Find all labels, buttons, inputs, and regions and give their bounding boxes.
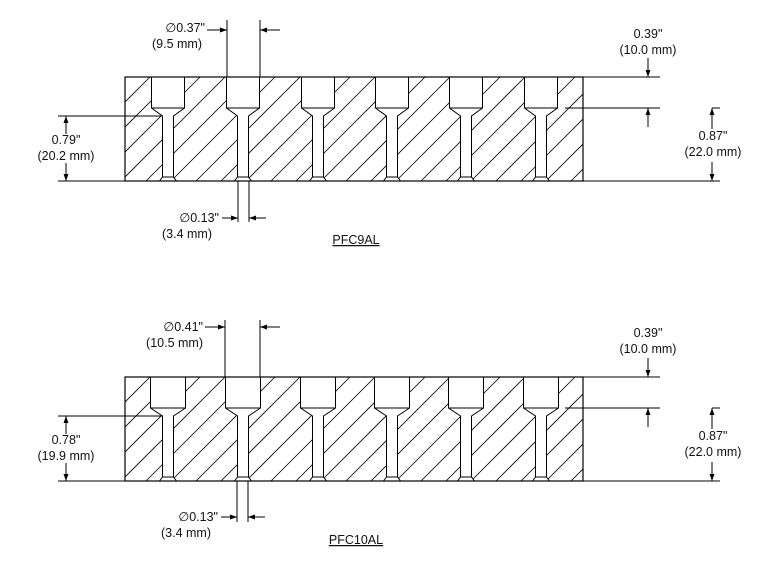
hatch-line [125, 377, 126, 378]
hatch-line [395, 77, 501, 181]
cross-section-drawing-pfc9al: ∅0.37" (9.5 mm) 0.39" (10.0 mm) 0.87" (2… [38, 20, 742, 247]
through-hole-diameter-label: ∅0.13" [178, 510, 218, 524]
block-thickness-dimension: 0.87" (22.0 mm) [583, 107, 742, 182]
counterbored-hole [449, 76, 483, 182]
counterbore-diameter-dimension: ∅0.41" (10.5 mm) [146, 320, 280, 377]
hatch-line [320, 77, 426, 181]
counterbored-hole [448, 376, 484, 482]
through-hole-depth-mm-label: (20.2 mm) [38, 149, 95, 163]
block-thickness-label: 0.87" [699, 429, 728, 443]
block-outline [124, 76, 584, 182]
through-hole-diameter-mm-label: (3.4 mm) [162, 227, 212, 241]
hole-group [151, 76, 558, 182]
counterbored-hole [523, 376, 559, 482]
hatch-line [570, 168, 583, 181]
hole-group [150, 376, 559, 482]
counterbored-hole [300, 376, 336, 482]
counterbore-depth-label: 0.39" [634, 27, 663, 41]
counterbored-hole [524, 76, 558, 182]
hatch-line [125, 377, 151, 403]
counterbored-hole [375, 76, 409, 182]
counterbore-depth-mm-label: (10.0 mm) [620, 43, 677, 57]
block-thickness-mm-label: (22.0 mm) [685, 145, 742, 159]
counterbore-depth-label: 0.39" [634, 326, 663, 340]
through-hole-depth-label: 0.78" [52, 433, 81, 447]
cross-section-drawing-pfc10al: ∅0.41" (10.5 mm) 0.39" (10.0 mm) 0.87" (… [38, 320, 742, 547]
block-hatching [125, 77, 583, 181]
part-number-label: PFC10AL [329, 533, 383, 547]
counterbore-depth-dimension: 0.39" (10.0 mm) [565, 326, 676, 427]
counterbore-diameter-label: ∅0.37" [165, 21, 205, 35]
hatch-line [570, 468, 583, 481]
counterbored-hole [374, 376, 410, 482]
part-number-label: PFC9AL [332, 233, 379, 247]
block-thickness-dimension: 0.87" (22.0 mm) [583, 407, 742, 482]
hatch-line [545, 443, 583, 481]
through-hole-depth-label: 0.79" [52, 133, 81, 147]
counterbored-hole [151, 76, 185, 182]
hatch-line [420, 377, 526, 481]
through-hole-depth-dimension: 0.78" (19.9 mm) [38, 415, 162, 482]
through-hole-depth-mm-label: (19.9 mm) [38, 449, 95, 463]
through-hole-diameter-mm-label: (3.4 mm) [161, 526, 211, 540]
block-hatching [125, 377, 583, 481]
counterbore-depth-mm-label: (10.0 mm) [620, 342, 677, 356]
hatch-line [470, 77, 576, 181]
counterbore-diameter-label: ∅0.41" [163, 320, 203, 334]
counterbore-diameter-mm-label: (9.5 mm) [152, 37, 202, 51]
block-thickness-label: 0.87" [699, 129, 728, 143]
counterbore-depth-dimension: 0.39" (10.0 mm) [565, 27, 676, 127]
counterbored-hole [225, 376, 261, 482]
hatch-line [545, 143, 583, 181]
through-hole-diameter-dimension: ∅0.13" (3.4 mm) [161, 481, 265, 540]
through-hole-depth-dimension: 0.79" (20.2 mm) [38, 115, 162, 182]
counterbore-diameter-dimension: ∅0.37" (9.5 mm) [152, 20, 280, 77]
through-hole-diameter-dimension: ∅0.13" (3.4 mm) [162, 181, 266, 241]
counterbore-diameter-mm-label: (10.5 mm) [146, 336, 203, 350]
hatch-line [125, 77, 151, 103]
block-outline [124, 376, 584, 482]
hatch-line [125, 77, 126, 78]
counterbored-hole [301, 76, 335, 182]
block-thickness-mm-label: (22.0 mm) [685, 445, 742, 459]
counterbored-hole [226, 76, 260, 182]
counterbored-hole [150, 376, 186, 482]
hatch-line [420, 77, 526, 181]
through-hole-diameter-label: ∅0.13" [179, 211, 219, 225]
